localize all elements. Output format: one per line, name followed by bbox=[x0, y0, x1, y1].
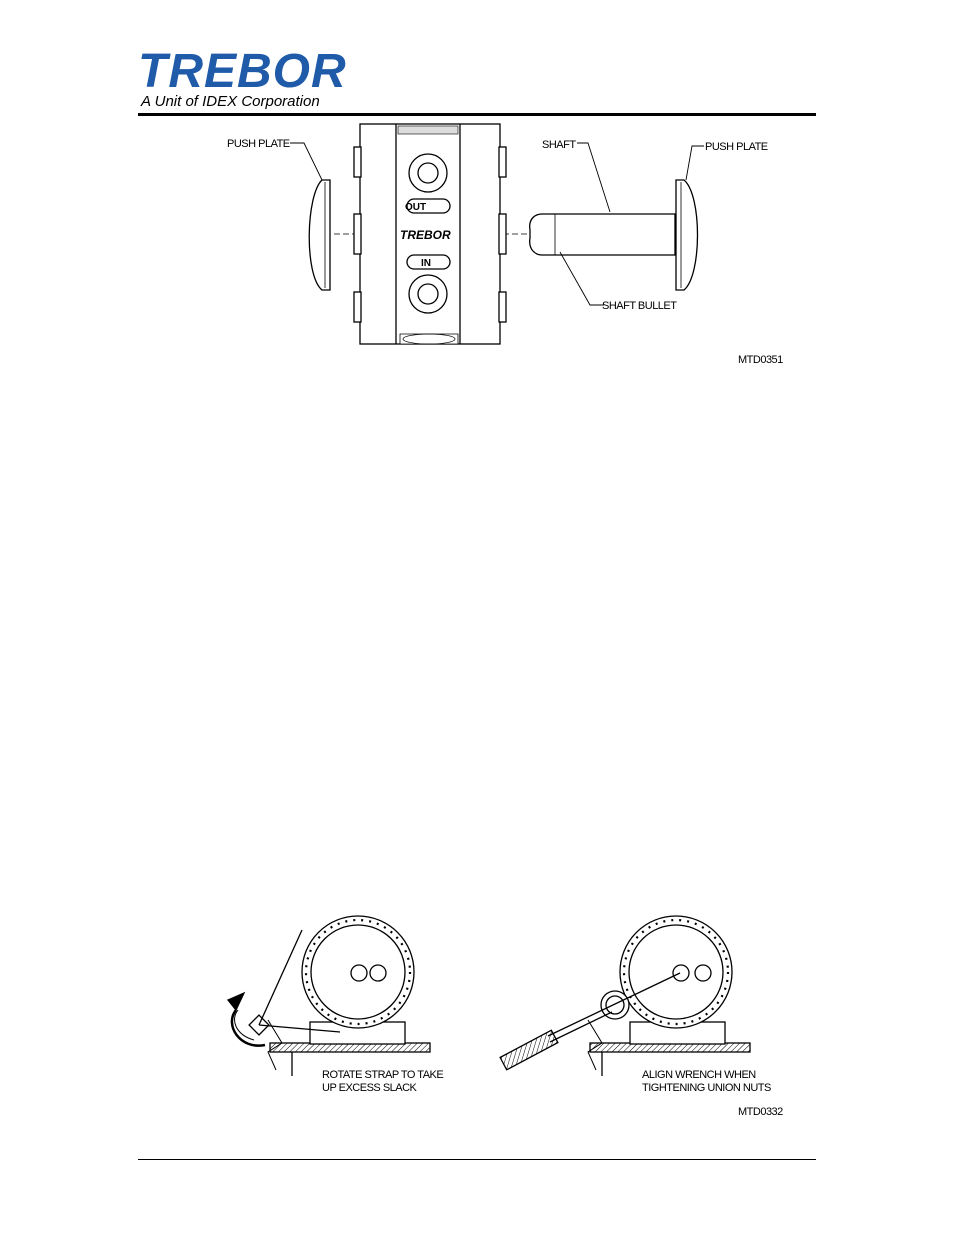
caption-rotate-strap-line2: UP EXCESS SLACK bbox=[322, 1082, 418, 1094]
caption-rotate-strap-line1: ROTATE STRAP TO TAKE bbox=[322, 1069, 443, 1081]
figure1-code: MTD0351 bbox=[738, 354, 783, 366]
shaft-shape bbox=[530, 214, 675, 255]
push-plate-left-shape bbox=[309, 180, 330, 290]
label-push-plate-left: PUSH PLATE bbox=[227, 138, 290, 150]
union-wrench-view bbox=[500, 916, 750, 1076]
label-shaft: SHAFT bbox=[542, 139, 576, 151]
figure2-code: MTD0332 bbox=[738, 1106, 783, 1118]
label-shaft-bullet: SHAFT BULLET bbox=[602, 300, 677, 312]
figure-installation: ROTATE STRAP TO TAKE UP EXCESS SLACK ALI… bbox=[0, 900, 954, 1130]
in-label: IN bbox=[421, 258, 431, 269]
figure-pump-exploded: OUT IN TREBOR PUSH PLATE SHAFT PUSH PLAT… bbox=[0, 0, 954, 380]
label-push-plate-right: PUSH PLATE bbox=[705, 141, 768, 153]
out-label: OUT bbox=[405, 202, 426, 213]
caption-align-wrench-line2: TIGHTENING UNION NUTS bbox=[642, 1082, 771, 1094]
push-plate-right-shape bbox=[676, 180, 698, 290]
pump-body-logo: TREBOR bbox=[400, 228, 451, 242]
caption-align-wrench-line1: ALIGN WRENCH WHEN bbox=[642, 1069, 756, 1081]
strap-wrench-view bbox=[228, 916, 430, 1076]
footer-rule bbox=[138, 1159, 816, 1160]
